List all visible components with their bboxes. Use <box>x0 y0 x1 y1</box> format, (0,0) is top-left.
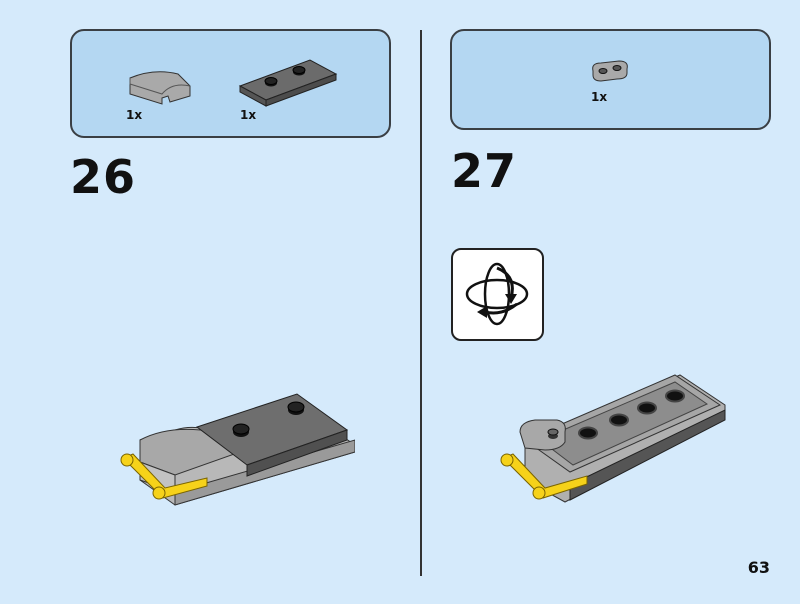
rotate-model-callout <box>451 248 544 341</box>
step-number: 26 <box>70 150 137 204</box>
dark-plate-part-image <box>238 59 338 107</box>
rounded-plate-part-image <box>592 60 628 82</box>
rotate-model-icon <box>465 262 529 326</box>
step-26-assembly-image <box>120 393 355 506</box>
step-number: 27 <box>451 144 518 198</box>
parts-list-step-26: 1x 1x <box>70 29 391 138</box>
step-27-assembly-image <box>500 374 726 503</box>
part-quantity: 1x <box>240 108 257 122</box>
part-quantity: 1x <box>591 90 608 104</box>
parts-list-step-27: 1x <box>450 29 771 130</box>
page-number: 63 <box>747 558 770 577</box>
curved-slope-part-image <box>129 71 191 105</box>
part-quantity: 1x <box>126 108 143 122</box>
step-divider <box>420 30 422 576</box>
